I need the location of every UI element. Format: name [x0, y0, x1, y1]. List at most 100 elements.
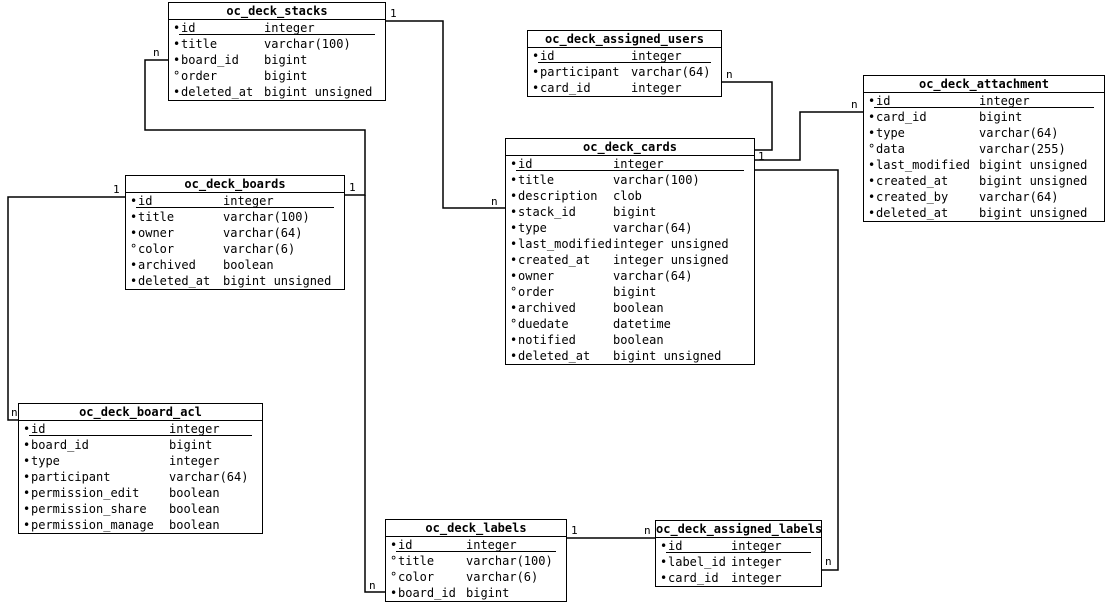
column-type: varchar(100) [466, 554, 553, 568]
notnull-bullet-icon: • [390, 538, 398, 552]
column-name: duedate [518, 317, 569, 331]
column-type: bigint unsigned [979, 174, 1088, 188]
notnull-bullet-icon: • [173, 37, 181, 51]
column-type: varchar(100) [613, 173, 700, 187]
column-name: id [876, 94, 891, 108]
notnull-bullet-icon: • [868, 110, 876, 124]
column-name: data [876, 142, 905, 156]
column-type: boolean [613, 301, 664, 315]
column-type: bigint unsigned [979, 206, 1088, 220]
column-name: permission_share [31, 502, 147, 516]
notnull-bullet-icon: • [130, 226, 138, 240]
cardinality-label: n [153, 46, 160, 59]
primary-key-underline [396, 551, 556, 552]
notnull-bullet-icon: • [868, 94, 876, 108]
cardinality-label: 1 [390, 7, 397, 20]
column-type: integer [264, 21, 315, 35]
column-name: title [518, 173, 555, 187]
primary-key-underline [29, 435, 252, 436]
column-name: deleted_at [138, 274, 211, 288]
table-title: oc_deck_boards [126, 176, 344, 193]
column-type: boolean [169, 518, 220, 532]
column-type: integer [631, 49, 682, 63]
column-name: card_id [540, 81, 591, 95]
cardinality-label: n [644, 524, 651, 537]
cardinality-label: 1 [349, 181, 356, 194]
cardinality-label: 1 [113, 183, 120, 196]
notnull-bullet-icon: • [510, 349, 518, 363]
column-type: bigint [264, 53, 308, 67]
column-type: varchar(6) [223, 242, 296, 256]
column-name: created_by [876, 190, 949, 204]
notnull-bullet-icon: • [532, 81, 540, 95]
notnull-bullet-icon: • [510, 205, 518, 219]
column-name: title [398, 554, 435, 568]
column-type: varchar(255) [979, 142, 1066, 156]
column-type: varchar(64) [613, 269, 693, 283]
column-name: board_id [398, 586, 456, 600]
column-name: color [138, 242, 175, 256]
notnull-bullet-icon: • [532, 65, 540, 79]
column-row-created_at: •created_at bigint unsigned [864, 173, 1104, 189]
notnull-bullet-icon: • [868, 190, 876, 204]
notnull-bullet-icon: • [130, 274, 138, 288]
column-name: deleted_at [518, 349, 591, 363]
notnull-bullet-icon: • [510, 157, 518, 171]
primary-key-underline [538, 62, 711, 63]
column-type: datetime [613, 317, 671, 331]
column-type: bigint unsigned [613, 349, 722, 363]
relationship-line-oc_deck_attachment-oc_deck_cards [755, 111, 863, 161]
column-type: varchar(100) [264, 37, 351, 51]
nullable-bullet-icon: ° [173, 69, 181, 83]
column-type: varchar(64) [613, 221, 693, 235]
column-name: id [138, 194, 153, 208]
column-name: permission_manage [31, 518, 154, 532]
column-name: id [31, 422, 46, 436]
notnull-bullet-icon: • [510, 237, 518, 251]
notnull-bullet-icon: • [868, 174, 876, 188]
column-type: bigint [169, 438, 213, 452]
column-name: permission_edit [31, 486, 140, 500]
primary-key-underline [666, 552, 811, 553]
column-name: notified [518, 333, 576, 347]
column-type: integer [613, 157, 664, 171]
notnull-bullet-icon: • [130, 258, 138, 272]
cardinality-label: 1 [758, 150, 765, 163]
nullable-bullet-icon: ° [390, 554, 398, 568]
column-type: varchar(100) [223, 210, 310, 224]
notnull-bullet-icon: • [532, 49, 540, 63]
notnull-bullet-icon: • [660, 539, 668, 553]
column-name: created_at [876, 174, 949, 188]
column-type: varchar(64) [979, 126, 1059, 140]
table-title: oc_deck_assigned_labels [656, 522, 821, 538]
notnull-bullet-icon: • [510, 333, 518, 347]
